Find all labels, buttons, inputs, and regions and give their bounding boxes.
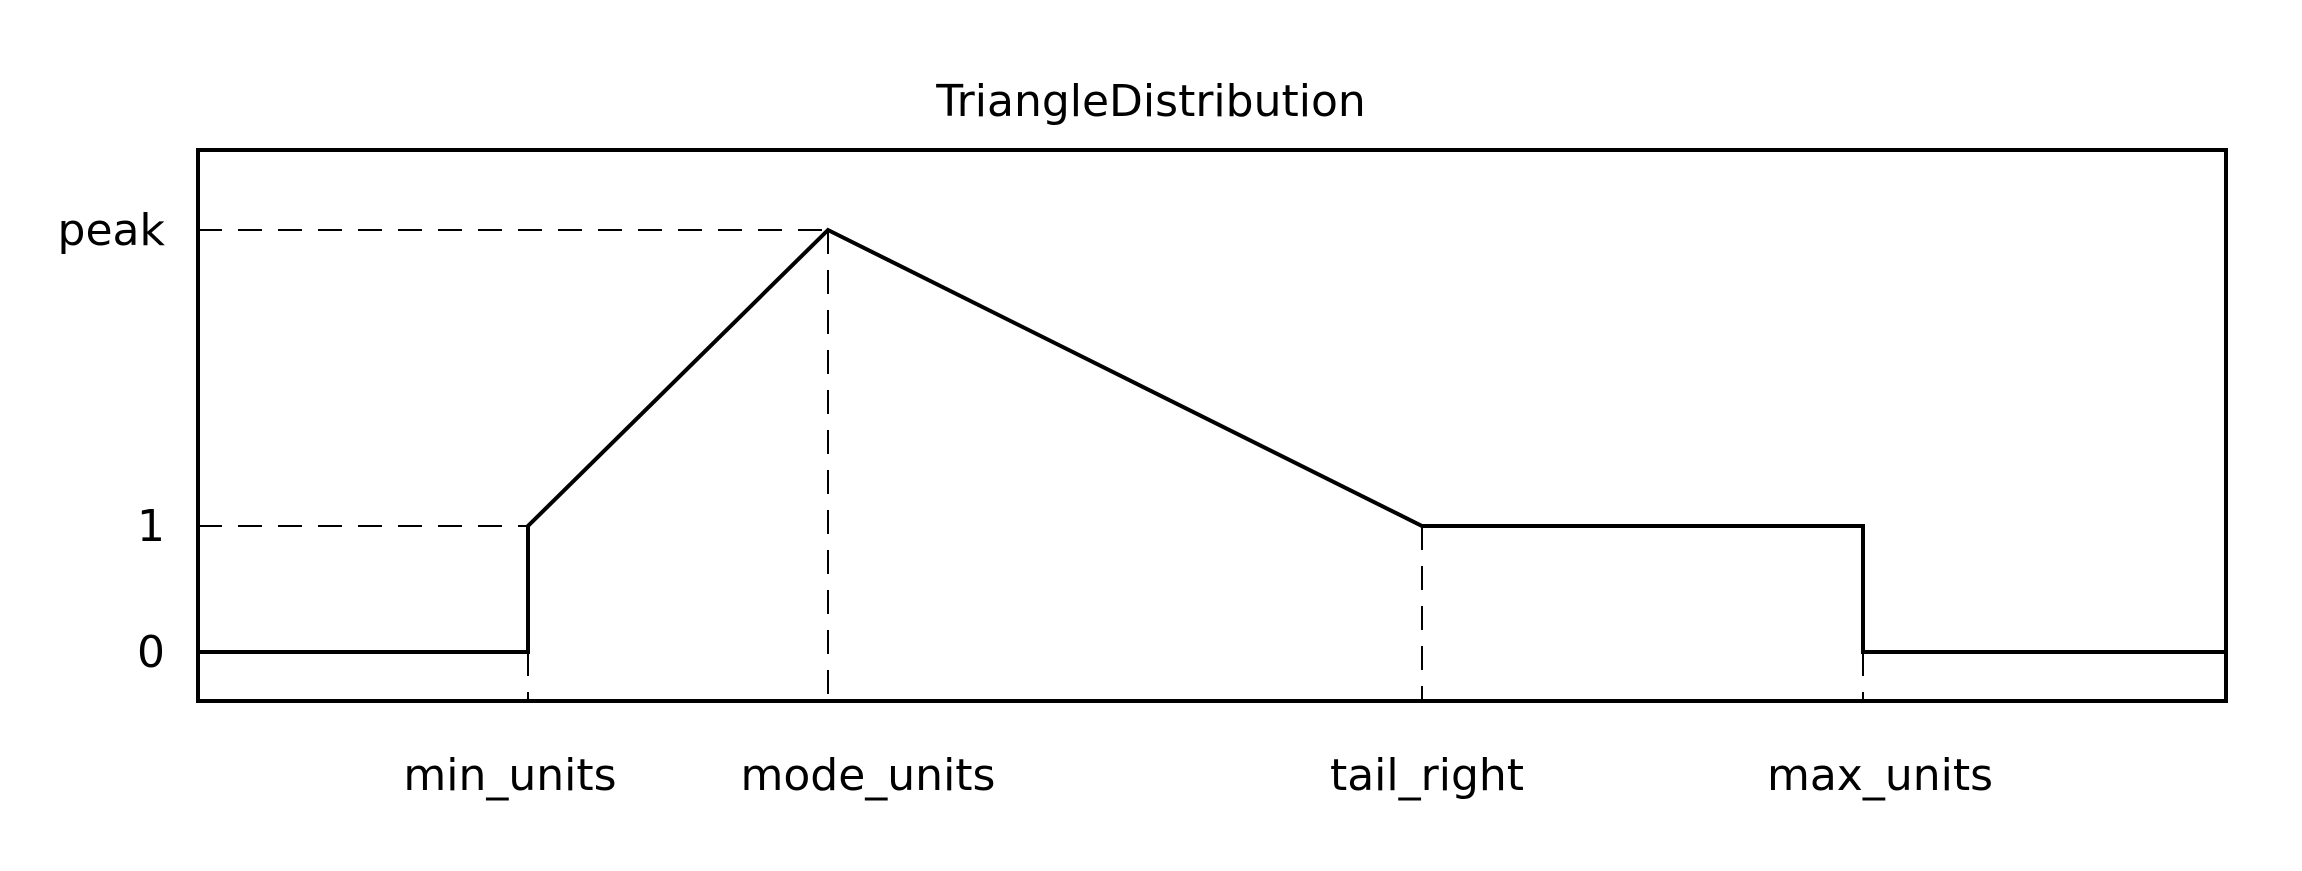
chart-title: TriangleDistribution (935, 76, 1366, 127)
x-tick-label-mode: mode_units (741, 750, 996, 801)
distribution-curve-group (198, 227, 2226, 654)
plot-frame (196, 148, 2228, 703)
x-axis-labels: min_units mode_units tail_right max_units (403, 750, 1993, 801)
x-tick-label-tail: tail_right (1330, 750, 1524, 801)
y-tick-label-peak: peak (58, 205, 166, 256)
x-tick-label-max: max_units (1767, 750, 1993, 801)
x-tick-label-min: min_units (403, 750, 616, 801)
guide-lines (198, 229, 1864, 701)
distribution-curve (198, 227, 2226, 654)
y-tick-label-one: 1 (137, 501, 165, 552)
y-axis-labels: 0 1 peak (58, 205, 166, 678)
y-tick-label-zero: 0 (137, 627, 165, 678)
